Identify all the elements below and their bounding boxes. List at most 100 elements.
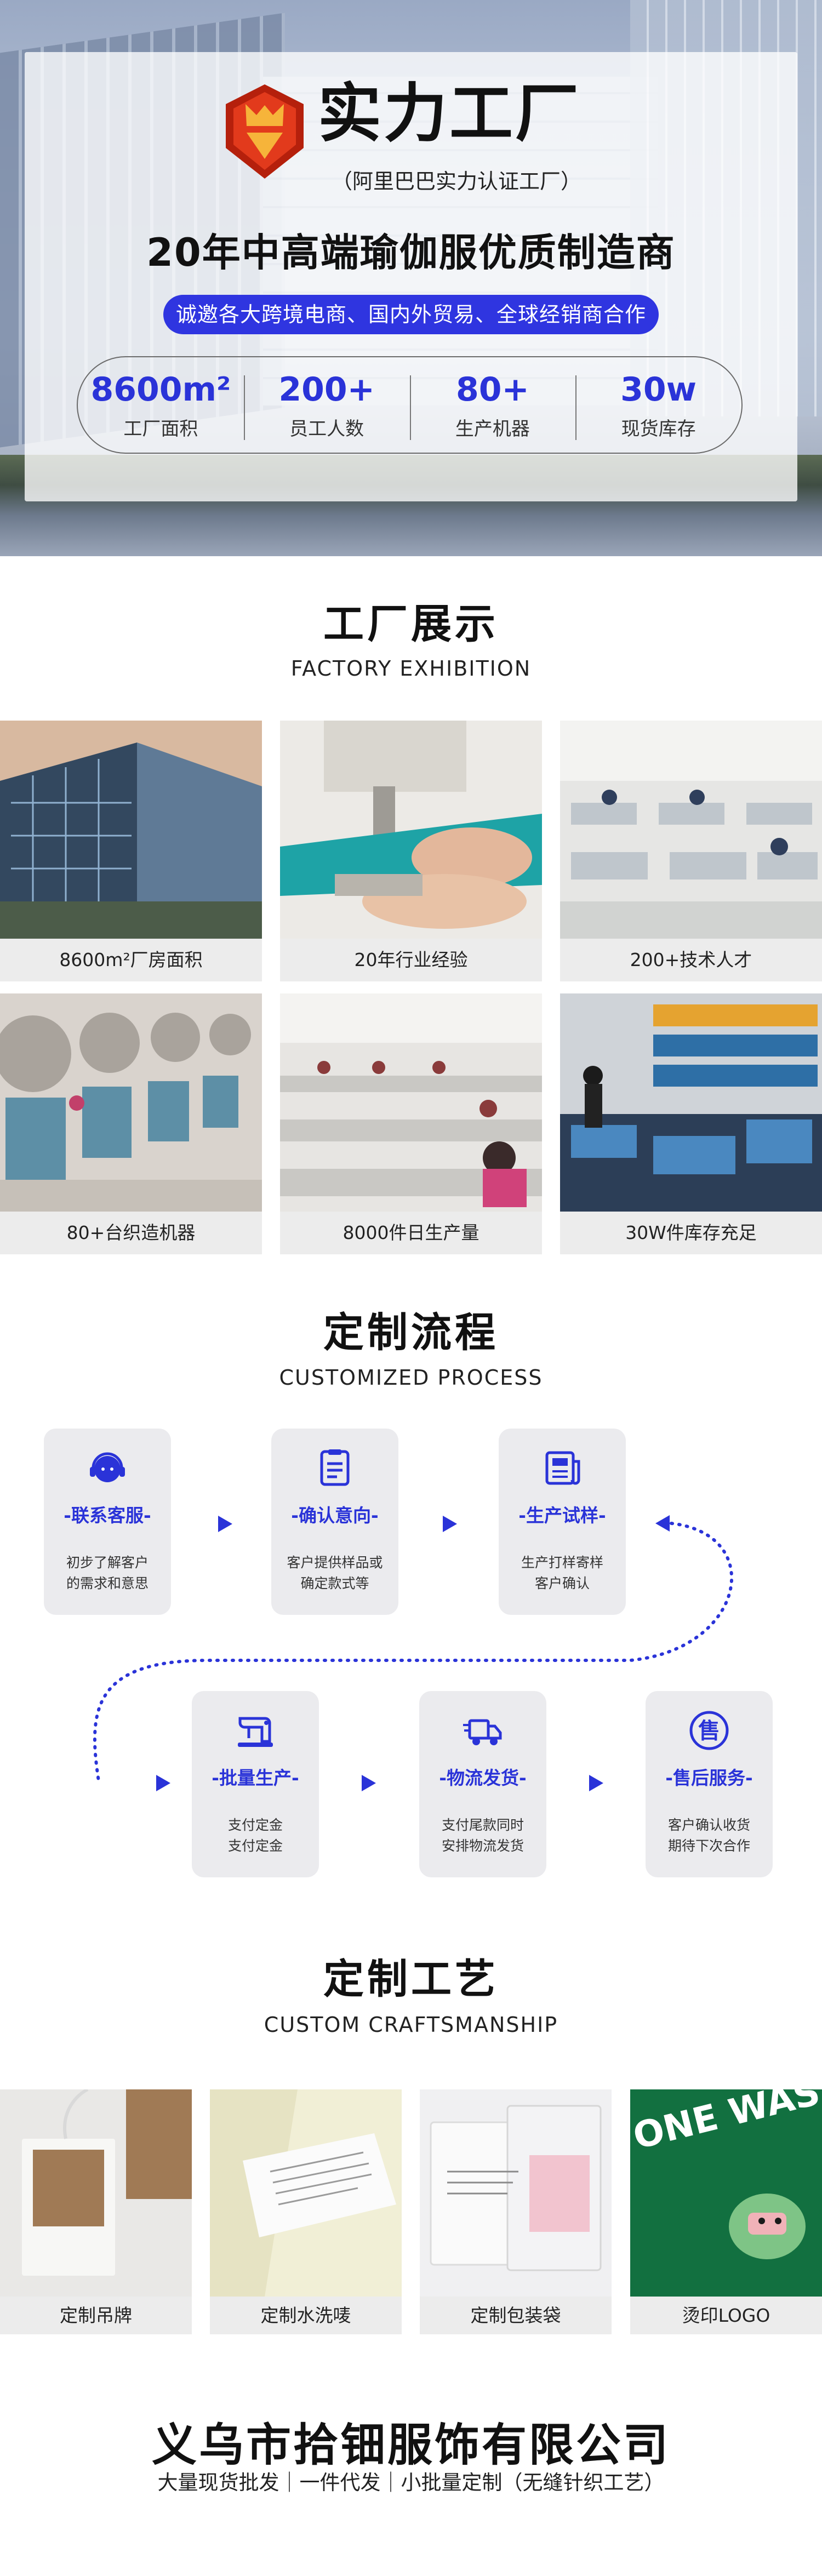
hero-headline: 20年中高端瑜伽服优质制造商 <box>146 230 676 275</box>
step-desc-line: 支付尾款同时 <box>441 1817 524 1833</box>
craft-caption: 定制吊牌 <box>0 2297 192 2334</box>
step-desc-line: 客户提供样品或 <box>287 1555 383 1570</box>
hangtag-photo <box>0 2089 192 2297</box>
hero-panel <box>25 52 797 501</box>
stat-label: 工厂面积 <box>123 418 198 440</box>
stat-value: 200+ <box>278 370 375 409</box>
warehouse-photo <box>560 993 822 1212</box>
step-desc: 初步了解客户 的需求和意思 <box>44 1552 171 1594</box>
factory-tile-stock: 30W件库存充足 <box>560 993 822 1254</box>
process-arrow-right <box>218 1516 232 1532</box>
truck-icon <box>463 1719 502 1745</box>
cooperation-pill: 诚邀各大跨境电商、国内外贸易、全球经销商合作 <box>163 295 659 334</box>
step-desc-line: 客户确认收货 <box>667 1817 750 1833</box>
step-desc: 生产打样寄样 客户确认 <box>499 1552 626 1594</box>
step-desc-line: 的需求和意思 <box>66 1575 149 1591</box>
sewing-machine-icon <box>238 1717 273 1747</box>
tile-caption: 200+技术人才 <box>560 939 822 981</box>
hero-title: 实力工厂 <box>318 77 581 151</box>
craft-caption: 定制水洗唛 <box>210 2297 402 2334</box>
logo-print-photo: ONE WAS IDYLLIC <box>630 2089 822 2297</box>
stat-area: 8600m² 工厂面积 <box>78 370 244 441</box>
factory-tile-experience: 20年行业经验 <box>280 721 542 981</box>
tile-caption: 80+台织造机器 <box>0 1212 262 1254</box>
tile-caption: 8600m²厂房面积 <box>0 939 262 981</box>
stat-staff: 200+ 员工人数 <box>243 370 410 441</box>
sewing-photo <box>280 721 542 939</box>
step-title: -生产试样- <box>518 1505 606 1526</box>
stat-label: 现货库存 <box>621 418 696 440</box>
step-title: -售后服务- <box>665 1767 753 1789</box>
production-line-photo <box>280 993 542 1212</box>
step-desc-line: 确定款式等 <box>300 1575 369 1591</box>
hero-subtitle: （阿里巴巴实力认证工厂） <box>332 169 582 193</box>
packaging-bag-photo <box>420 2089 612 2297</box>
process-section-subtitle: CUSTOMIZED PROCESS <box>279 1366 543 1390</box>
stats-box: 8600m² 工厂面积 200+ 员工人数 80+ 生产机器 30w 现货库存 <box>77 356 743 454</box>
process-arrow-right <box>443 1516 457 1532</box>
stat-value: 8600m² <box>90 370 231 409</box>
process-arrow-right <box>589 1775 603 1791</box>
stat-value: 30w <box>620 370 697 409</box>
factory-tile-building: 8600m²厂房面积 <box>0 721 262 981</box>
stat-value: 80+ <box>455 370 529 409</box>
process-arrow-right <box>362 1775 376 1791</box>
craft-caption: 烫印LOGO <box>630 2297 822 2334</box>
step-desc-line: 支付定金 <box>227 1838 283 1854</box>
workshop-photo <box>560 721 822 939</box>
company-tagline: 大量现货批发｜一件代发｜小批量定制（无缝针织工艺） <box>157 2471 665 2494</box>
wash-label-photo <box>210 2089 402 2297</box>
factory-building-photo <box>0 721 262 939</box>
shield-logo-icon <box>226 84 304 179</box>
hero-banner: 实力工厂 （阿里巴巴实力认证工厂） 20年中高端瑜伽服优质制造商 诚邀各大跨境电… <box>0 0 822 556</box>
newspaper-icon <box>545 1451 580 1485</box>
after-sale-icon: 售 <box>689 1711 729 1750</box>
company-name: 义乌市拾钿服饰有限公司 <box>151 2419 670 2471</box>
factory-tile-talent: 200+技术人才 <box>560 721 822 981</box>
step-desc-line: 安排物流发货 <box>441 1838 524 1854</box>
step-title: -联系客服- <box>64 1505 151 1526</box>
headset-icon <box>90 1452 125 1482</box>
stat-label: 生产机器 <box>455 418 530 440</box>
stat-machines: 80+ 生产机器 <box>409 370 576 441</box>
step-desc: 支付定金 支付定金 <box>192 1815 319 1857</box>
step-title: -物流发货- <box>439 1767 527 1789</box>
stat-stock: 30w 现货库存 <box>575 370 741 441</box>
craft-section-subtitle: CUSTOM CRAFTSMANSHIP <box>264 2013 558 2037</box>
process-step-confirm: -确认意向- 客户提供样品或 确定款式等 <box>271 1429 398 1615</box>
step-desc-line: 期待下次合作 <box>667 1838 750 1854</box>
tile-caption: 8000件日生产量 <box>280 1212 542 1254</box>
craft-item-wash-label: 定制水洗唛 <box>210 2089 402 2334</box>
process-arrow-right <box>156 1775 170 1791</box>
factory-tile-machines: 80+台织造机器 <box>0 993 262 1254</box>
process-arrow-left <box>655 1515 670 1532</box>
tile-caption: 30W件库存充足 <box>560 1212 822 1254</box>
step-desc-line: 客户确认 <box>534 1575 590 1591</box>
step-title: -确认意向- <box>291 1505 379 1526</box>
factory-section-subtitle: FACTORY EXHIBITION <box>290 656 532 681</box>
process-step-after-sale: 售 -售后服务- 客户确认收货 期待下次合作 <box>646 1691 773 1877</box>
craft-caption: 定制包装袋 <box>420 2297 612 2334</box>
process-step-shipping: -物流发货- 支付尾款同时 安排物流发货 <box>419 1691 546 1877</box>
stat-label: 员工人数 <box>289 418 364 440</box>
step-desc: 客户确认收货 期待下次合作 <box>646 1815 773 1857</box>
process-step-production: -批量生产- 支付定金 支付定金 <box>192 1691 319 1877</box>
tile-caption: 20年行业经验 <box>280 939 542 981</box>
craft-section-title: 定制工艺 <box>323 1956 499 2003</box>
step-desc: 客户提供样品或 确定款式等 <box>271 1552 398 1594</box>
craft-item-hangtag: 定制吊牌 <box>0 2089 192 2334</box>
craft-item-packaging: 定制包装袋 <box>420 2089 612 2334</box>
step-desc-line: 支付定金 <box>227 1817 283 1833</box>
factory-section-title: 工厂展示 <box>323 601 499 648</box>
step-desc: 支付尾款同时 安排物流发货 <box>419 1815 546 1857</box>
process-section-title: 定制流程 <box>323 1309 499 1356</box>
step-desc-line: 生产打样寄样 <box>521 1555 603 1570</box>
process-step-contact: -联系客服- 初步了解客户 的需求和意思 <box>44 1429 171 1615</box>
document-icon <box>320 1449 350 1486</box>
factory-tile-output: 8000件日生产量 <box>280 993 542 1254</box>
knitting-machines-photo <box>0 993 262 1212</box>
step-desc-line: 初步了解客户 <box>66 1555 149 1570</box>
craft-item-logo-print: ONE WAS IDYLLIC 烫印LOGO <box>630 2089 822 2334</box>
after-sale-glyph: 售 <box>698 1718 720 1744</box>
step-title: -批量生产- <box>212 1767 299 1789</box>
